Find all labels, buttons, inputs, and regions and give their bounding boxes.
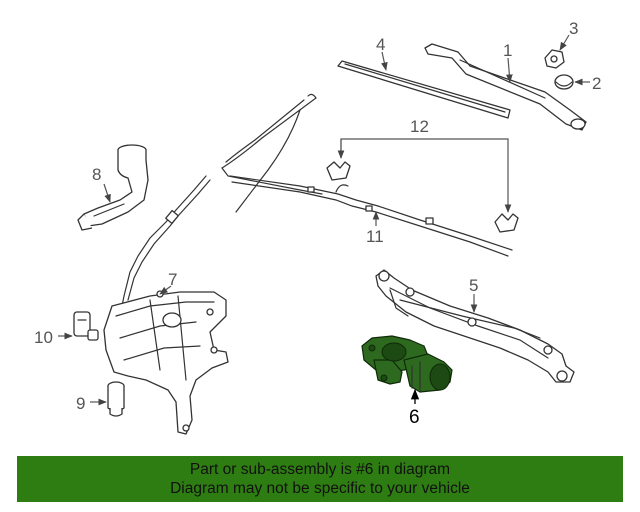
washer-reservoir-part [103,175,229,435]
level-sensor-part [107,381,125,417]
callout-6: 6 [409,407,420,428]
wiper-blade-part [337,60,511,119]
filler-neck-part [77,144,149,231]
nozzle-clip-left [326,161,351,181]
banner-line-1: Part or sub-assembly is #6 in diagram [189,461,451,478]
leader-lines [58,34,590,406]
callout-10: 10 [34,328,53,347]
callout-11: 11 [366,227,384,246]
parts-diagram: 1 2 3 4 5 6 7 8 9 10 11 12 [34,19,601,435]
nozzle-clip-right [494,213,519,233]
nut-part [544,49,565,69]
washer-hose-part [221,93,513,257]
wiper-arm-part [424,43,587,131]
wiper-motor-part [361,335,453,393]
callout-2: 2 [592,74,601,93]
callout-12: 12 [410,117,429,136]
washer-pump-part [73,311,99,341]
info-banner: Part or sub-assembly is #6 in diagram Di… [17,456,623,502]
wiper-linkage-part [375,269,575,383]
callout-1: 1 [503,41,512,60]
callout-8: 8 [92,165,101,184]
callout-7: 7 [168,270,177,289]
callout-3: 3 [569,19,578,38]
callout-5: 5 [469,276,478,295]
callout-4: 4 [376,35,385,54]
cap-part [554,74,574,90]
callout-9: 9 [76,394,85,413]
banner-line-2: Diagram may not be specific to your vehi… [170,480,470,497]
